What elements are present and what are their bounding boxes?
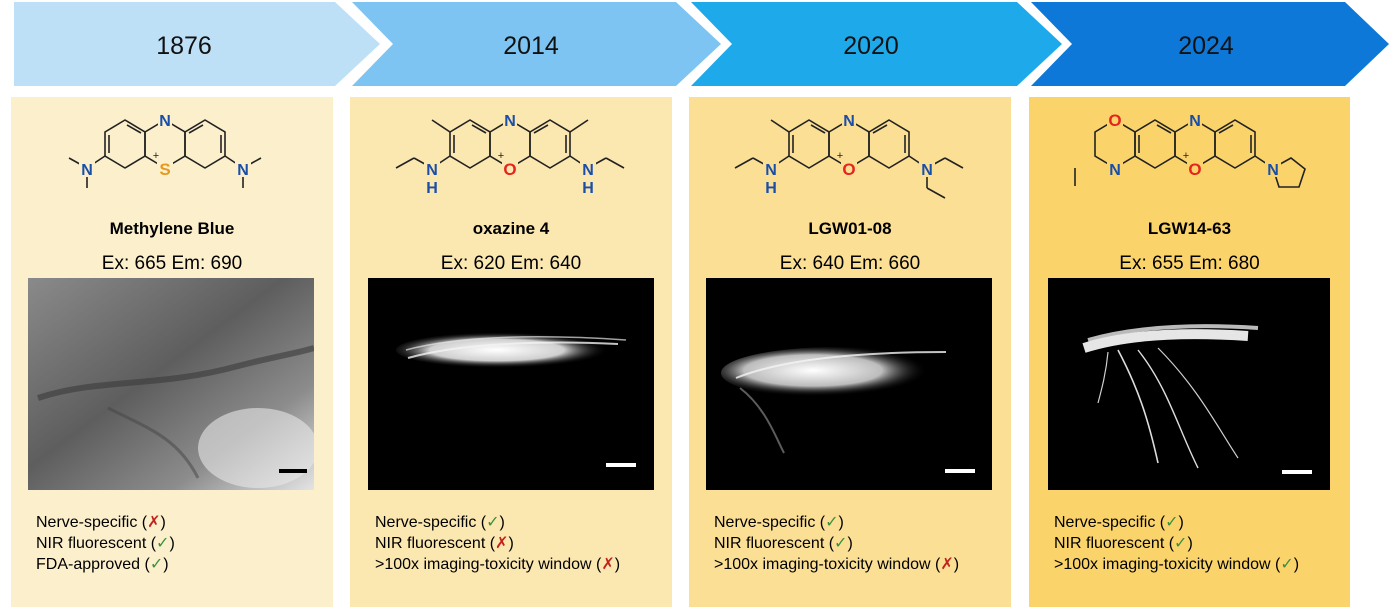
- timeline-year-1876: 1876: [156, 32, 212, 60]
- left-amine-label: N: [81, 162, 93, 179]
- timeline-year-2014: 2014: [503, 32, 559, 60]
- left-amine-label: N: [1109, 162, 1121, 179]
- check-mark-icon: ✓: [1174, 533, 1188, 552]
- positive-charge: +: [498, 150, 504, 162]
- check-mark-icon: ✓: [486, 512, 500, 531]
- ring-nitrogen-label: N: [504, 113, 516, 130]
- property-item: Nerve-specific (✗): [36, 512, 166, 531]
- property-item: >100x imaging-toxicity window (✗): [714, 554, 960, 573]
- nerve-image: [368, 278, 654, 490]
- lgw01-08-structure: N O + N H N: [734, 112, 964, 199]
- property-item: FDA-approved (✓): [36, 554, 169, 573]
- cross-mark-icon: ✗: [940, 554, 954, 573]
- property-item: Nerve-specific (✓): [1054, 512, 1184, 531]
- heteroatom-label: O: [842, 160, 855, 179]
- dye-panel-lgw14-63: N O + O N N LGW14-63 Ex: 655 Em: 680 Ner…: [1029, 97, 1350, 607]
- check-mark-icon: ✓: [149, 554, 164, 573]
- check-mark-icon: ✓: [1280, 554, 1294, 573]
- dye-name: Methylene Blue: [109, 219, 235, 238]
- oxazine-4-structure: N O + N H N H: [395, 112, 625, 197]
- check-mark-icon: ✓: [825, 512, 839, 531]
- timeline-arrows: [14, 2, 1389, 86]
- dye-panel-oxazine-4: N O + N H N H oxazine 4 Ex: 620 Em: 640 …: [350, 97, 672, 607]
- left-amine-label: N: [765, 162, 777, 179]
- scale-bar: [279, 469, 307, 473]
- right-amine-hydrogen: H: [582, 180, 594, 197]
- morpholine-oxygen-label: O: [1108, 111, 1121, 130]
- property-list: Nerve-specific (✗) NIR fluorescent (✓) F…: [36, 512, 175, 575]
- property-item: NIR fluorescent (✓): [714, 533, 853, 552]
- left-amine-label: N: [426, 162, 438, 179]
- excitation-emission: Ex: 665 Em: 690: [101, 253, 243, 274]
- right-amine-label: N: [237, 162, 249, 179]
- check-mark-icon: ✓: [834, 533, 848, 552]
- ring-nitrogen-label: N: [843, 113, 855, 130]
- ring-nitrogen-label: N: [1189, 113, 1201, 130]
- positive-charge: +: [1183, 150, 1189, 162]
- timeline-year-2024: 2024: [1178, 32, 1234, 60]
- positive-charge: +: [153, 150, 159, 162]
- dye-panel-lgw01-08: N O + N H N LGW01-08 Ex: 640 Em: 660 Ner…: [689, 97, 1011, 607]
- scale-bar: [606, 463, 636, 467]
- positive-charge: +: [837, 150, 843, 162]
- lgw14-63-structure: N O + O N N: [1074, 111, 1306, 188]
- timeline-arrow-1876: [14, 2, 380, 86]
- ring-nitrogen-label: N: [159, 113, 171, 130]
- scale-bar: [1282, 470, 1312, 474]
- heteroatom-label: S: [159, 160, 170, 179]
- property-item: >100x imaging-toxicity window (✗): [375, 554, 621, 573]
- property-item: Nerve-specific (✓): [714, 512, 844, 531]
- nerve-image: [28, 278, 314, 490]
- pyrrolidine-nitrogen-label: N: [1267, 162, 1279, 179]
- property-list: Nerve-specific (✓) NIR fluorescent (✗) >…: [375, 512, 620, 575]
- timeline-arrow-2020: [691, 2, 1062, 86]
- property-item: NIR fluorescent (✓): [1054, 533, 1193, 552]
- cross-mark-icon: ✗: [147, 512, 161, 531]
- nerve-image: [706, 278, 992, 490]
- nerve-image: [1048, 278, 1330, 490]
- timeline-arrow-2014: [352, 2, 721, 86]
- excitation-emission: Ex: 640 Em: 660: [779, 253, 921, 274]
- right-amine-label: N: [582, 162, 594, 179]
- excitation-emission: Ex: 620 Em: 640: [440, 253, 582, 274]
- timeline-arrow-2024: [1031, 2, 1389, 86]
- check-mark-icon: ✓: [156, 533, 170, 552]
- property-list: Nerve-specific (✓) NIR fluorescent (✓) >…: [714, 512, 959, 575]
- scale-bar: [945, 469, 975, 473]
- cross-mark-icon: ✗: [495, 533, 509, 552]
- heteroatom-label: O: [503, 160, 516, 179]
- dye-name: LGW01-08: [808, 219, 892, 238]
- left-amine-hydrogen: H: [765, 180, 777, 197]
- cross-mark-icon: ✗: [601, 554, 615, 573]
- property-item: Nerve-specific (✓): [375, 512, 505, 531]
- check-mark-icon: ✓: [1165, 512, 1179, 531]
- property-item: NIR fluorescent (✓): [36, 533, 175, 552]
- left-amine-hydrogen: H: [426, 180, 438, 197]
- heteroatom-label: O: [1188, 160, 1201, 179]
- excitation-emission: Ex: 655 Em: 680: [1119, 253, 1260, 274]
- property-item: >100x imaging-toxicity window (✓): [1054, 554, 1300, 573]
- property-item: NIR fluorescent (✗): [375, 533, 514, 552]
- right-amine-label: N: [921, 162, 933, 179]
- dye-panel-methylene-blue: N S + N N Methylene Blue Ex: 665 Em: 690: [11, 97, 333, 607]
- property-list: Nerve-specific (✓) NIR fluorescent (✓) >…: [1054, 512, 1299, 575]
- dye-name: LGW14-63: [1147, 219, 1232, 238]
- methylene-blue-structure: N S + N N: [68, 112, 262, 188]
- timeline-year-2020: 2020: [843, 32, 899, 60]
- dye-name: oxazine 4: [472, 219, 550, 238]
